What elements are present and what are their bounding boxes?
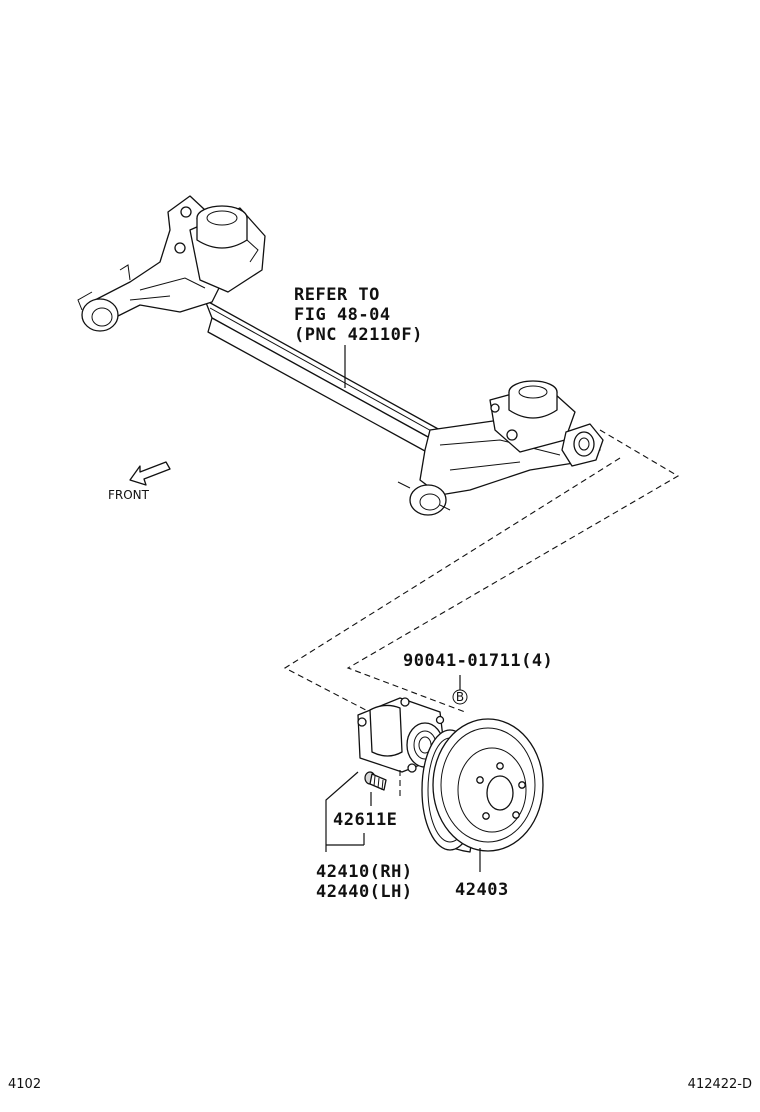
refer-note-line3: (PNC 42110F) (294, 325, 423, 345)
brake-drum (421, 718, 544, 853)
hub-bracket (325, 771, 365, 852)
callout-hub-rh: 42410(RH) (316, 862, 413, 882)
callout-hub-bolt: 42611E (333, 810, 397, 830)
footer-right-code: 412422-D (688, 1077, 752, 1092)
front-label: FRONT (108, 488, 150, 502)
callout-bolt-part: 90041-01711(4) (403, 651, 553, 671)
bolt-marker: B (452, 689, 468, 705)
callout-hub-lh: 42440(LH) (316, 882, 413, 902)
footer-left-code: 4102 (8, 1077, 41, 1092)
refer-note-line2: FIG 48-04 (294, 305, 391, 325)
front-arrow-icon (129, 461, 171, 486)
bolt-marker-label: B (456, 690, 464, 704)
rear-axle-beam (77, 195, 604, 516)
assembly-guide-line (283, 429, 680, 721)
callout-drum: 42403 (455, 880, 509, 900)
refer-note-line1: REFER TO (294, 285, 380, 305)
hub-bolt (364, 771, 387, 791)
hub-bearing-assembly (357, 697, 446, 800)
